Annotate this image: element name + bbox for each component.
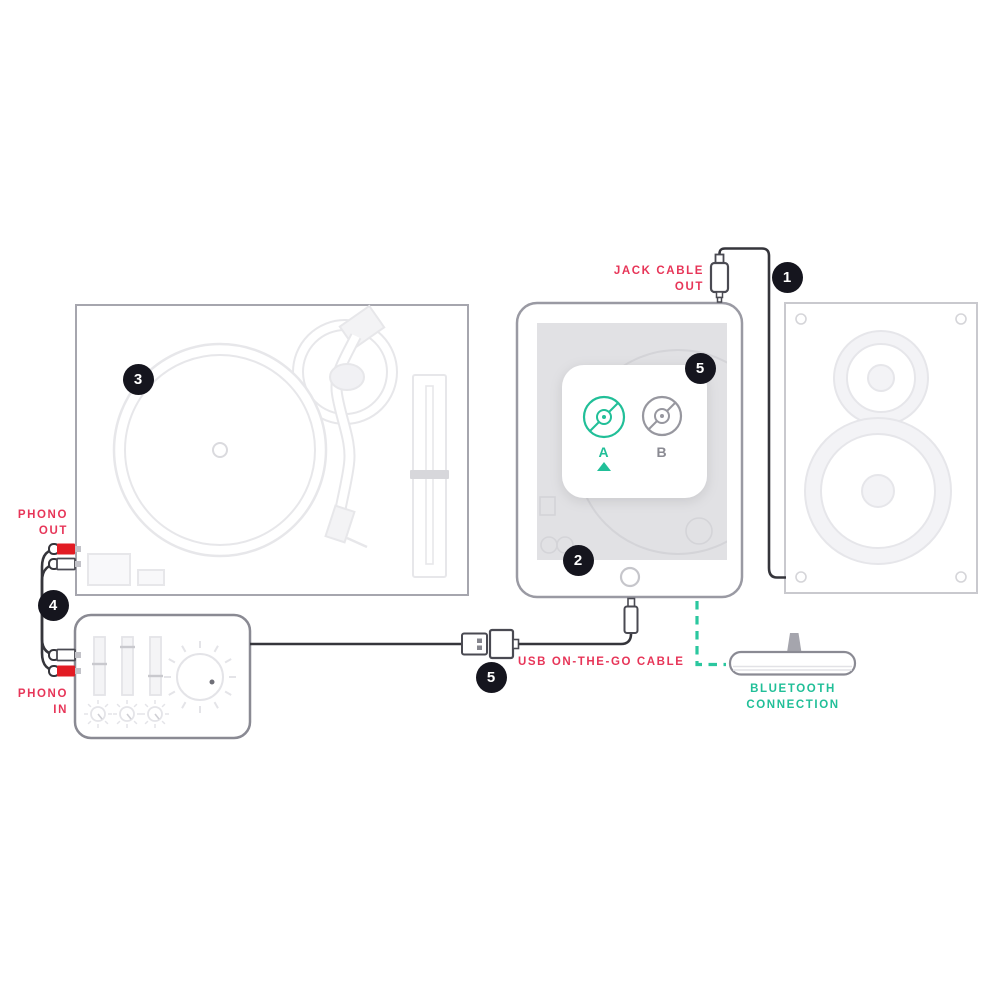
record-b-icon[interactable] — [641, 395, 683, 437]
bluetooth-receiver — [728, 633, 857, 676]
rca-plug-white-out-icon — [48, 557, 81, 571]
speaker — [784, 302, 978, 594]
pitch-slider — [410, 374, 449, 578]
knob-indicator-dot — [209, 679, 215, 685]
spindle — [212, 442, 228, 458]
phono-in-label: PHONO IN — [18, 686, 68, 718]
phono-preamp — [73, 613, 252, 740]
lightning-connector-icon — [623, 597, 639, 634]
tablet: A B — [515, 301, 744, 599]
turntable-button-large — [87, 553, 131, 586]
jack-cable-label: JACK CABLE OUT — [614, 263, 704, 295]
rca-plug-red-in-icon — [48, 665, 81, 677]
phono-out-label-line2: OUT — [38, 525, 68, 537]
bluetooth-dashed-link — [695, 601, 726, 667]
jack-cable-label-line1: JACK CABLE — [613, 265, 704, 277]
tonearm-pivot — [329, 363, 365, 391]
woofer — [804, 417, 952, 565]
app-card: A B — [562, 365, 707, 498]
usb-otg-adapter-icon — [488, 628, 520, 660]
phono-out-label-line1: PHONO — [17, 509, 68, 521]
preamp-slider[interactable] — [92, 636, 107, 696]
step-badge-2: 2 — [562, 544, 594, 576]
deck-b-label: B — [656, 444, 667, 460]
step-badge-3: 3 — [122, 363, 154, 395]
turntable-button-small — [137, 569, 165, 586]
bluetooth-label-line2: CONNECTION — [746, 699, 840, 711]
phono-out-label: PHONO OUT — [18, 507, 68, 539]
tonearm — [324, 304, 386, 549]
receiver-body — [728, 650, 857, 676]
screw-icon — [955, 571, 967, 583]
play-indicator-triangle-icon — [597, 462, 611, 471]
deck-a-label: A — [598, 444, 609, 460]
antenna-icon — [787, 633, 802, 653]
preamp-slider[interactable] — [120, 636, 135, 696]
screw-icon — [795, 313, 807, 325]
step-badge-5-cable: 5 — [475, 661, 507, 693]
small-dial[interactable] — [113, 700, 141, 728]
turntable — [75, 304, 469, 596]
bluetooth-label-line1: BLUETOOTH — [750, 683, 836, 695]
phono-cable — [40, 543, 81, 677]
jack-cable — [709, 247, 786, 579]
phono-in-label-line2: IN — [53, 704, 68, 716]
screw-icon — [795, 571, 807, 583]
volume-knob[interactable] — [164, 641, 236, 713]
jack-cable-label-line2: OUT — [674, 281, 704, 293]
bluetooth-connection-label: BLUETOOTH CONNECTION — [713, 681, 873, 713]
preamp-slider[interactable] — [148, 636, 163, 696]
record-a-icon[interactable] — [582, 395, 626, 439]
step-badge-5-app: 5 — [684, 352, 716, 384]
usb-a-plug-icon — [461, 632, 488, 656]
step-badge-4: 4 — [37, 589, 69, 621]
rca-plug-white-in-icon — [48, 648, 81, 662]
rca-plug-red-out-icon — [48, 543, 81, 555]
usb-otg-cable — [250, 597, 639, 660]
small-dial[interactable] — [84, 700, 112, 728]
screw-icon — [955, 313, 967, 325]
small-dial[interactable] — [141, 700, 169, 728]
platter — [112, 342, 328, 558]
home-button[interactable] — [619, 566, 641, 588]
pitch-slider-handle — [410, 470, 449, 479]
usb-otg-label: USB ON-THE-GO CABLE — [518, 656, 685, 668]
knob-ticks — [164, 641, 236, 713]
stylus — [346, 536, 368, 549]
headshell — [324, 504, 356, 544]
phono-in-label-line1: PHONO — [17, 688, 68, 700]
tweeter — [833, 330, 929, 426]
audio-jack-icon — [709, 253, 730, 303]
step-badge-1: 1 — [771, 261, 803, 293]
